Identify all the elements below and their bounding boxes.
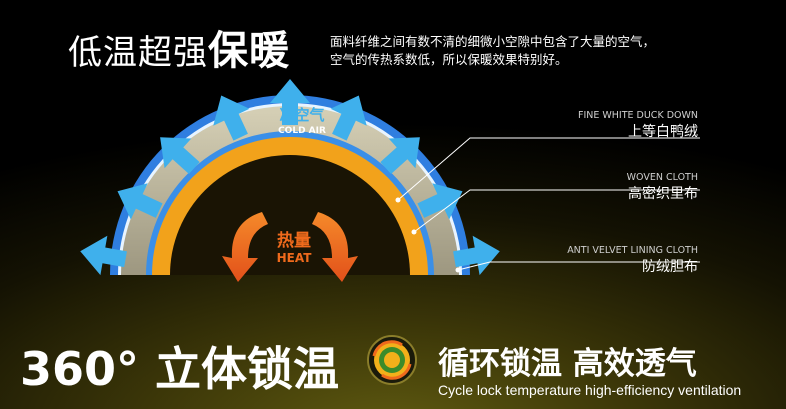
layer-label-woven: WOVEN CLOTH 高密织里布 bbox=[627, 172, 698, 203]
layer-en: FINE WHITE DUCK DOWN bbox=[577, 110, 698, 121]
heat-arrow-icon bbox=[312, 212, 358, 282]
feature-subtitle: Cycle lock temperature high-efficiency v… bbox=[438, 382, 742, 398]
heat-en: HEAT bbox=[276, 251, 312, 265]
lock-title: 360° 立体锁温 bbox=[20, 342, 340, 396]
description: 面料纤维之间有数不清的细微小空隙中包含了大量的空气， 空气的传热系数低，所以保暖… bbox=[330, 33, 655, 69]
inner-dark-core bbox=[170, 155, 410, 275]
cold-air-arrow-icon bbox=[160, 137, 200, 175]
cold-air-cn: 冷空气 bbox=[279, 106, 325, 124]
cold-air-arrow-icon bbox=[453, 235, 500, 276]
heat-arrows bbox=[222, 212, 358, 282]
cold-air-arrow-icon bbox=[270, 79, 310, 125]
layer-en: WOVEN CLOTH bbox=[626, 172, 698, 183]
cold-air-arrow-icon bbox=[80, 235, 127, 276]
layer-label-lining: ANTI VELVET LINING CLOTH 防绒胆布 bbox=[567, 245, 698, 276]
heat-arrow-icon bbox=[222, 212, 268, 282]
heat-cn: 热量 bbox=[277, 231, 311, 251]
layer-cn: 上等白鸭绒 bbox=[628, 124, 698, 140]
headline-part1: 低温超强 bbox=[68, 33, 208, 73]
layer-en: ANTI VELVET LINING CLOTH bbox=[567, 245, 698, 256]
heat-label: 热量 HEAT bbox=[262, 226, 326, 265]
layer-cn: 高密织里布 bbox=[628, 186, 698, 202]
headline: 低温超强保暖 bbox=[68, 18, 290, 76]
cold-air-arrow-icon bbox=[417, 183, 463, 220]
layer-cn: 防绒胆布 bbox=[642, 259, 698, 275]
description-line2: 空气的传热系数低，所以保暖效果特别好。 bbox=[330, 52, 568, 67]
cold-air-arrow-icon bbox=[380, 137, 420, 175]
headline-part2: 保暖 bbox=[208, 28, 290, 74]
cold-air-label: 冷空气 COLD AIR bbox=[270, 104, 334, 136]
cold-air-arrows bbox=[80, 79, 500, 276]
cold-air-arrow-icon bbox=[213, 95, 250, 141]
cycle-badge-icon bbox=[367, 335, 417, 385]
layer-label-down: FINE WHITE DUCK DOWN 上等白鸭绒 bbox=[578, 110, 698, 141]
cold-air-arrow-icon bbox=[330, 95, 367, 141]
feature-title: 循环锁温 高效透气 bbox=[438, 346, 697, 382]
cold-air-en: COLD AIR bbox=[278, 126, 326, 136]
cold-air-arrow-icon bbox=[117, 183, 163, 220]
leader-lines bbox=[397, 137, 700, 271]
description-line1: 面料纤维之间有数不清的细微小空隙中包含了大量的空气， bbox=[330, 34, 656, 49]
